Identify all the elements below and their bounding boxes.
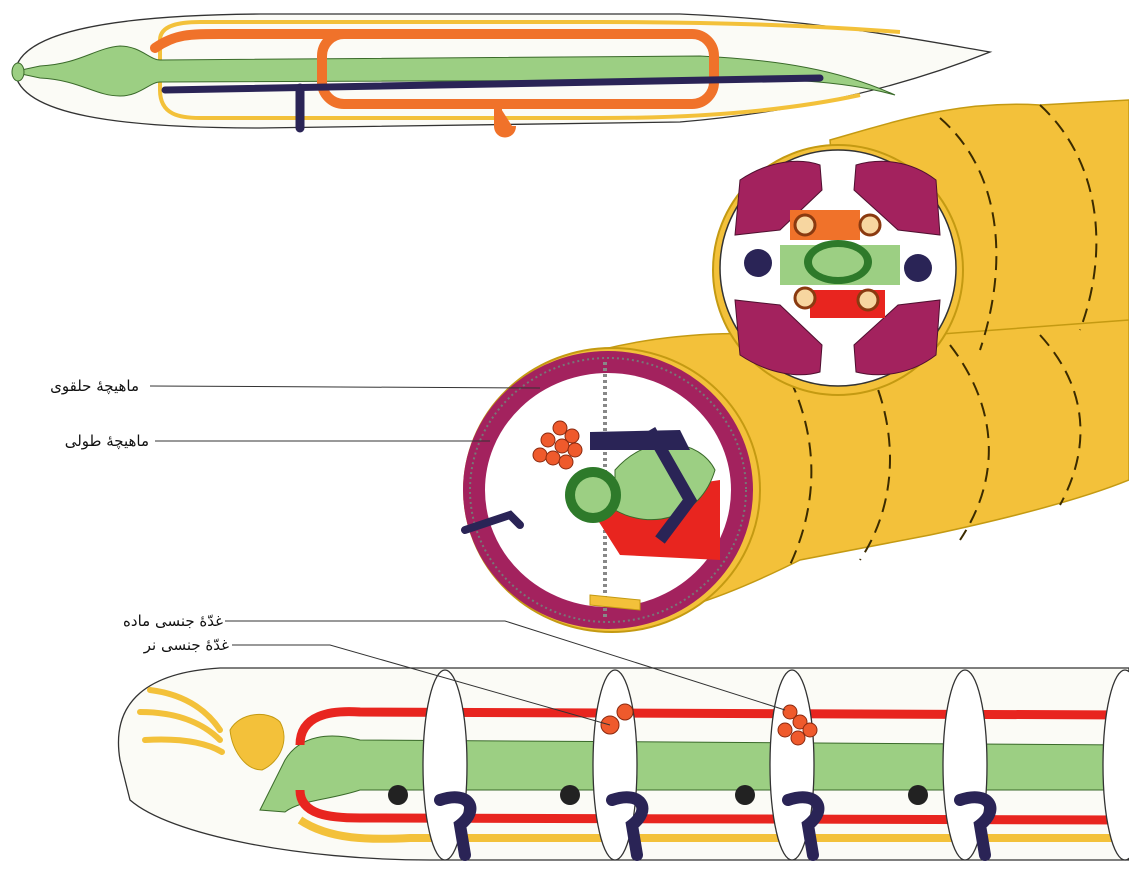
circular-muscle-leader — [150, 386, 540, 388]
circular-muscle-label: ماهیچهٔ حلقوی — [50, 377, 139, 395]
female-gonad-label: غدّهٔ جنسی ماده — [123, 612, 223, 630]
top-body-illustration — [12, 14, 990, 134]
male-gonad-label: غدّهٔ جنسی نر — [144, 636, 229, 654]
segmented-body-illustration — [464, 100, 1129, 632]
longitudinal-muscle-label: ماهیچهٔ طولی — [65, 432, 149, 450]
longitudinal-section-illustration — [118, 668, 1129, 860]
